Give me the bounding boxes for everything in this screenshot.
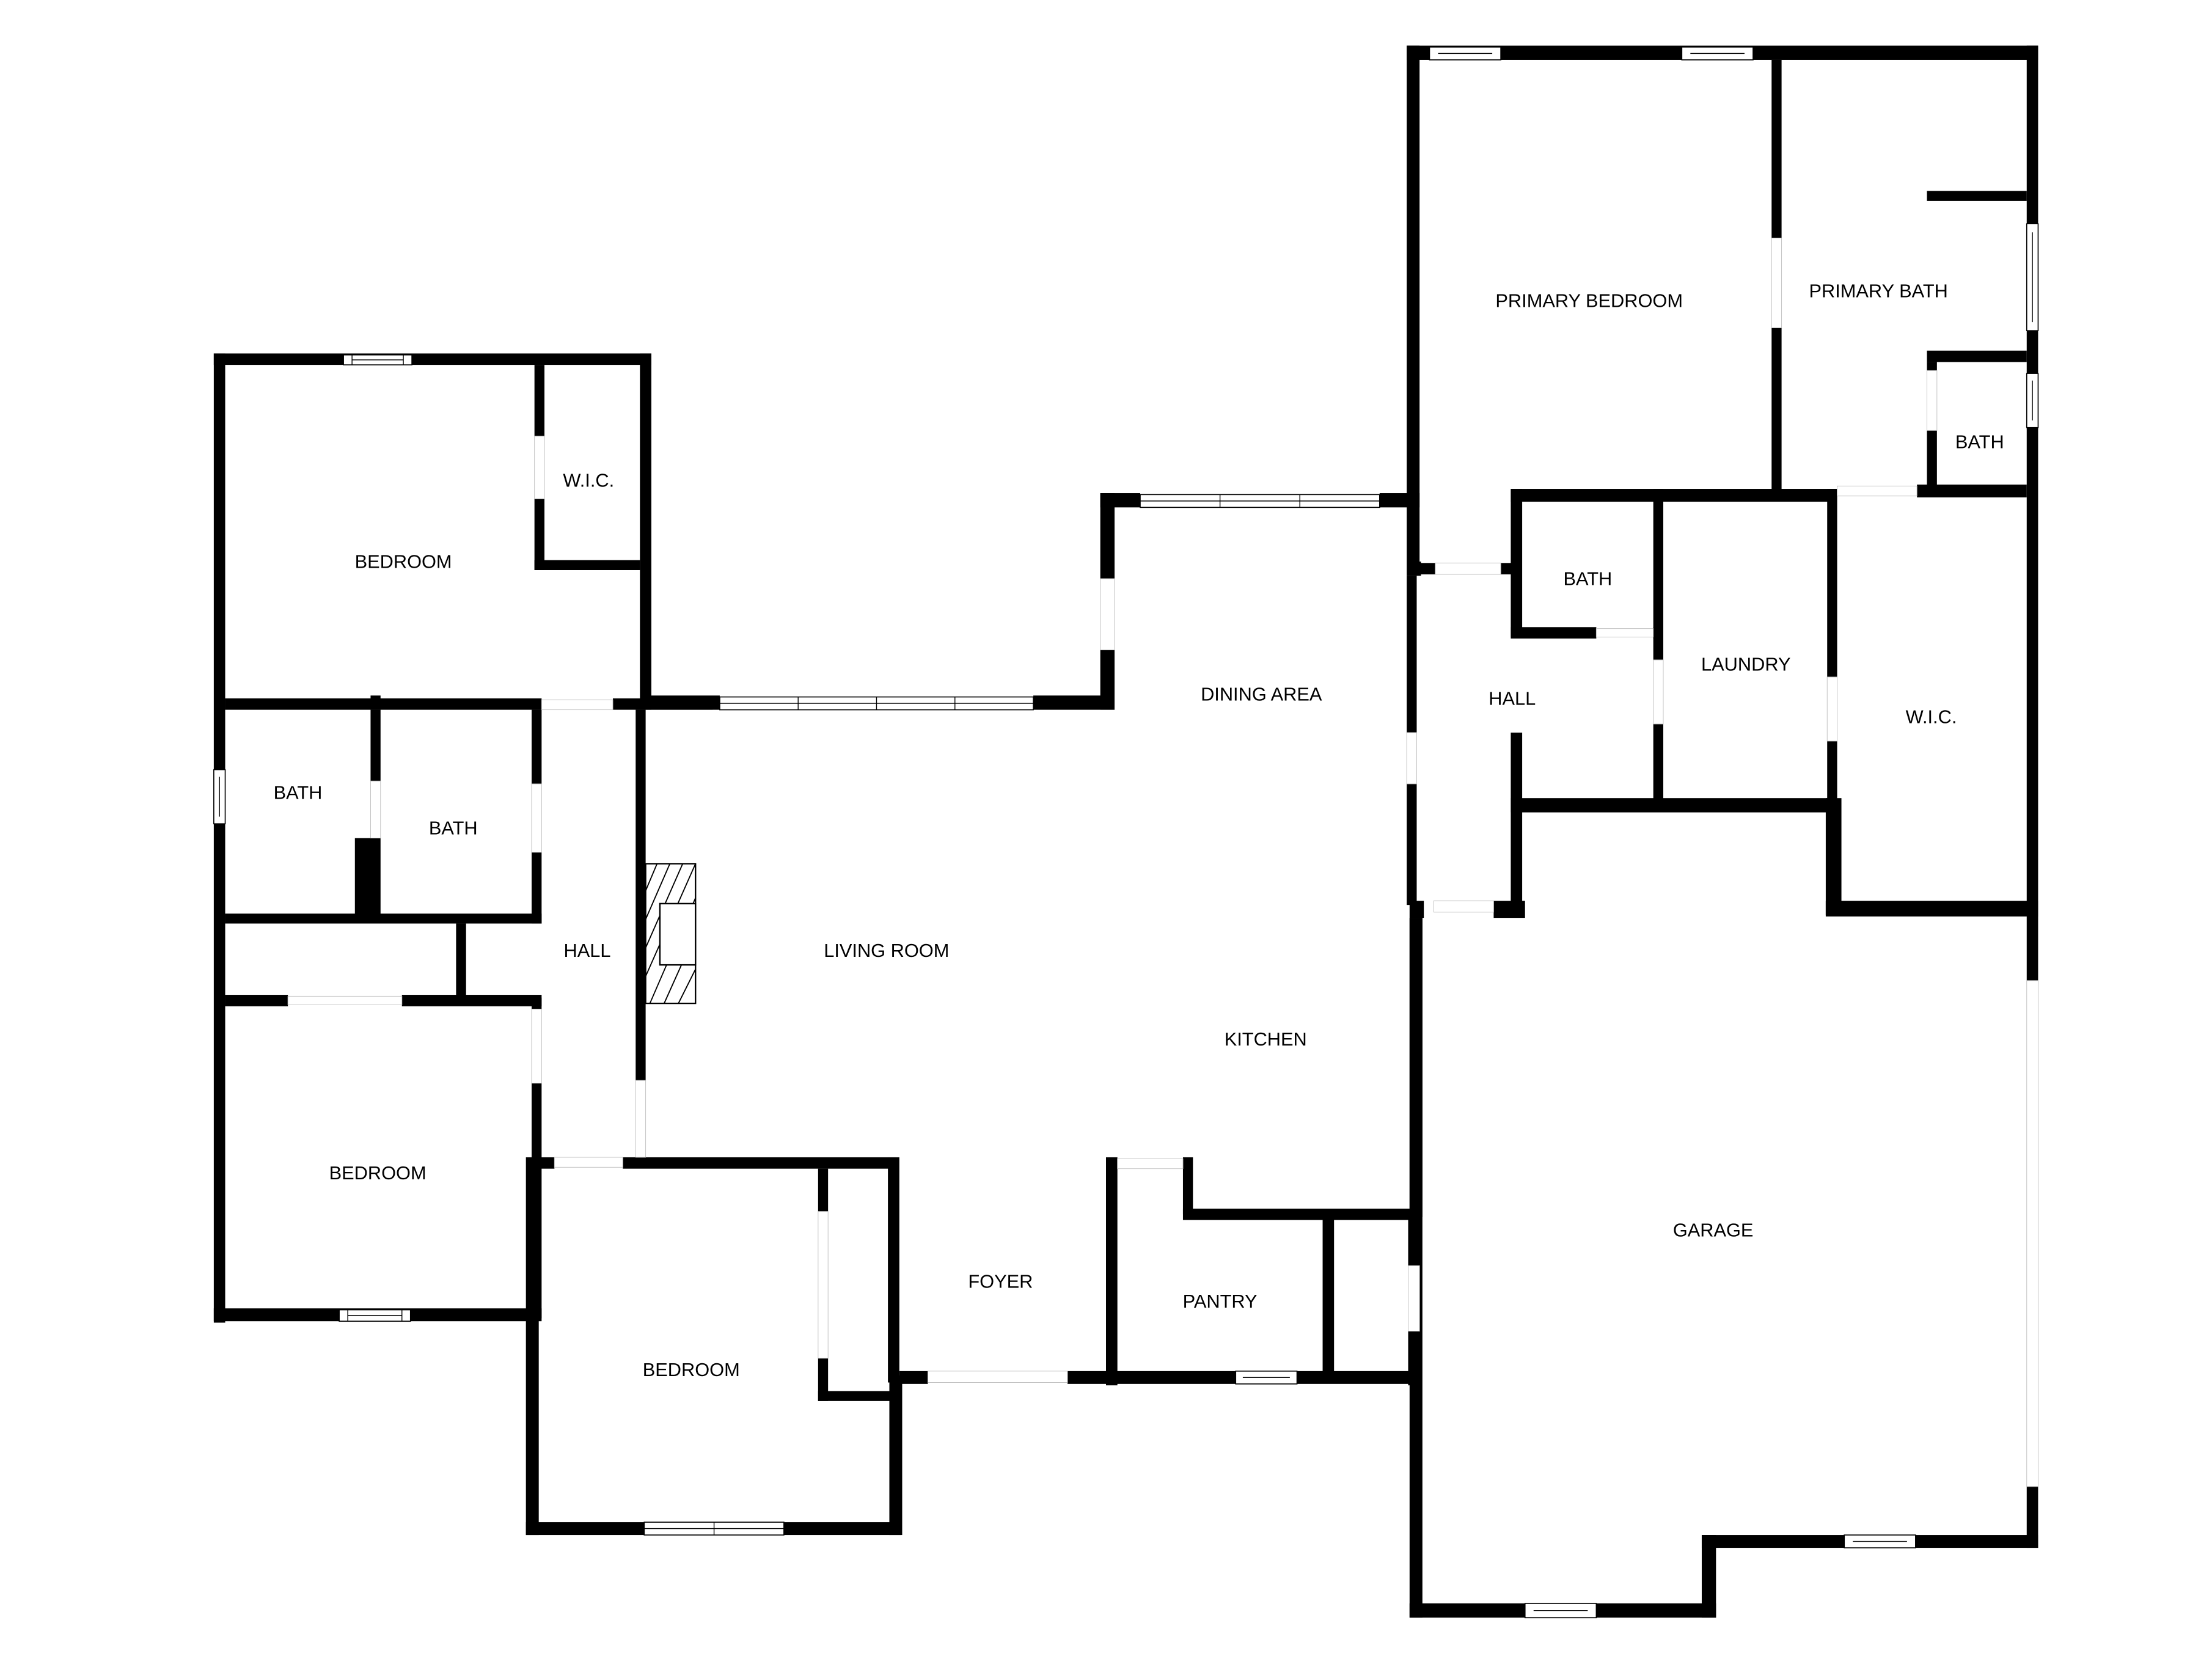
window (213, 769, 226, 824)
window (343, 354, 412, 365)
windows (213, 46, 2039, 1619)
room-label-living-room: LIVING ROOM (824, 940, 949, 961)
window (643, 1522, 785, 1536)
window (1524, 1603, 1597, 1619)
door-openings (287, 238, 2038, 1487)
room-label-primary-bedroom: PRIMARY BEDROOM (1495, 290, 1683, 312)
window (1429, 46, 1501, 60)
window (1140, 494, 1380, 508)
room-label-bath-e: BATH (1563, 568, 1612, 589)
room-label-foyer: FOYER (968, 1270, 1033, 1292)
window (339, 1309, 411, 1322)
room-label-bedroom-sw: BEDROOM (329, 1162, 427, 1184)
room-label-garage: GARAGE (1673, 1219, 1754, 1240)
room-label-laundry: LAUNDRY (1701, 653, 1790, 675)
room-label-bedroom-s: BEDROOM (643, 1359, 740, 1380)
room-label-primary-bath: PRIMARY BATH (1809, 280, 1948, 301)
fireplace-icon (645, 863, 697, 1005)
window (1681, 46, 1754, 60)
room-label-bath-w2: BATH (429, 818, 478, 839)
room-label-hall-w: HALL (563, 940, 610, 961)
room-label-pantry: PANTRY (1183, 1291, 1258, 1312)
room-label-hall-e: HALL (1489, 687, 1536, 709)
room-label-wic-nw: W.I.C. (563, 470, 614, 491)
room-label-kitchen: KITCHEN (1225, 1028, 1307, 1050)
room-label-bedroom-nw: BEDROOM (355, 551, 452, 572)
window (1844, 1534, 1916, 1548)
room-label-bath-ne: BATH (1955, 431, 2004, 453)
room-label-wic-e: W.I.C. (1906, 706, 1957, 728)
window (2026, 223, 2039, 331)
window (1235, 1371, 1298, 1385)
room-label-bath-w1: BATH (274, 782, 323, 803)
center-walls (645, 45, 1424, 1386)
window (719, 696, 1034, 711)
room-label-dining-area: DINING AREA (1201, 683, 1322, 705)
room-labels: BEDROOM W.I.C. BATH BATH HALL BEDROOM BE… (274, 280, 2004, 1380)
window (2026, 373, 2039, 428)
